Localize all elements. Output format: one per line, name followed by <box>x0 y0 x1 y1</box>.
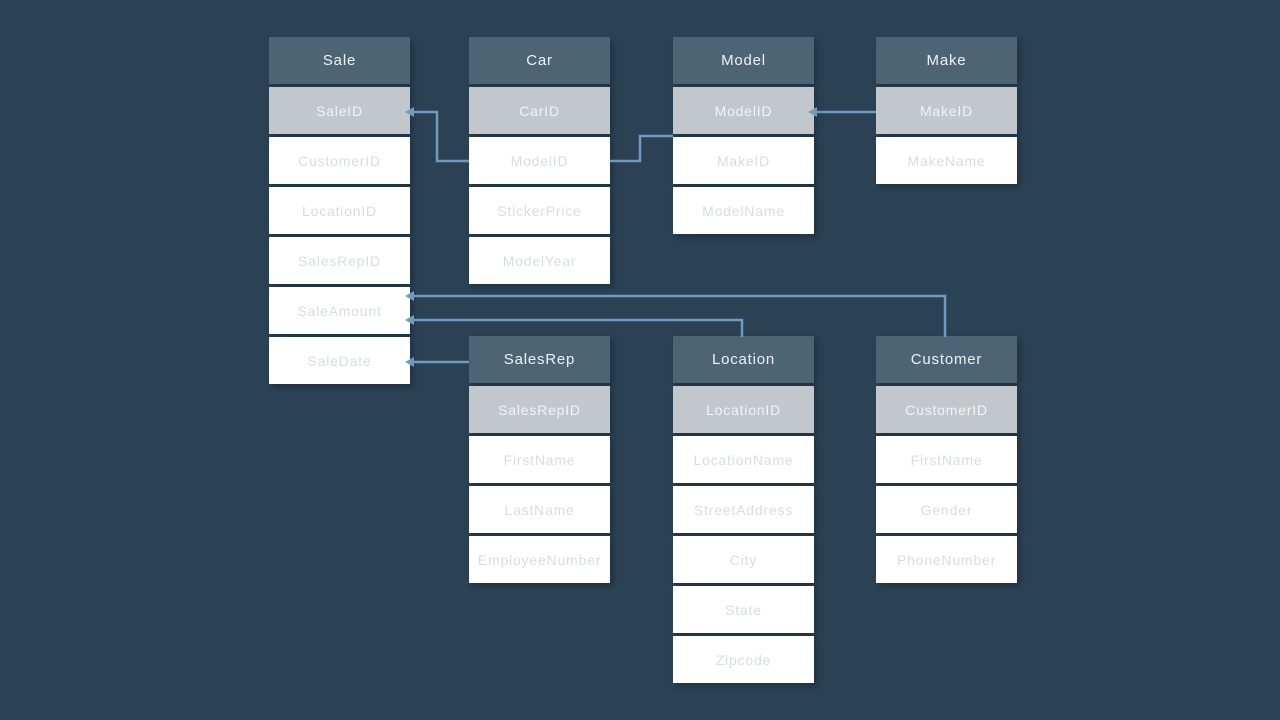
table-customer-primary-key: CustomerID <box>876 386 1017 433</box>
relation-line-car-modelid-to-model <box>610 134 673 163</box>
table-location-primary-key: LocationID <box>673 386 814 433</box>
table-salesrep-field-firstname: FirstName <box>469 436 610 483</box>
table-sale-field-customerid: CustomerID <box>269 137 410 184</box>
relation-line-sale-to-location <box>410 318 744 337</box>
table-model-primary-key: ModelID <box>673 87 814 134</box>
table-model-title: Model <box>673 37 814 84</box>
relation-line-sale-to-customer <box>410 294 947 337</box>
table-customer-title: Customer <box>876 336 1017 383</box>
table-sale-title: Sale <box>269 37 410 84</box>
table-customer-field-phonenumber: PhoneNumber <box>876 536 1017 583</box>
table-sale-field-salesrepid: SalesRepID <box>269 237 410 284</box>
table-location-field-state: State <box>673 586 814 633</box>
table-car-primary-key: CarID <box>469 87 610 134</box>
table-make-primary-key: MakeID <box>876 87 1017 134</box>
table-location-field-locationname: LocationName <box>673 436 814 483</box>
table-salesrep-title: SalesRep <box>469 336 610 383</box>
table-customer-field-firstname: FirstName <box>876 436 1017 483</box>
table-car-field-modelyear: ModelYear <box>469 237 610 284</box>
table-make-field-makename: MakeName <box>876 137 1017 184</box>
table-location-field-city: City <box>673 536 814 583</box>
table-location-field-zipcode: Zipcode <box>673 636 814 683</box>
table-location-title: Location <box>673 336 814 383</box>
table-make-title: Make <box>876 37 1017 84</box>
table-car-title: Car <box>469 37 610 84</box>
table-sale-field-saledate: SaleDate <box>269 337 410 384</box>
table-model-field-makeid: MakeID <box>673 137 814 184</box>
table-customer-field-gender: Gender <box>876 486 1017 533</box>
table-car-field-modelid: ModelID <box>469 137 610 184</box>
table-sale-field-locationid: LocationID <box>269 187 410 234</box>
table-sale-primary-key: SaleID <box>269 87 410 134</box>
table-location-field-streetaddress: StreetAddress <box>673 486 814 533</box>
table-salesrep-field-employeenumber: EmployeeNumber <box>469 536 610 583</box>
table-sale-field-saleamount: SaleAmount <box>269 287 410 334</box>
table-salesrep-field-lastname: LastName <box>469 486 610 533</box>
table-salesrep-primary-key: SalesRepID <box>469 386 610 433</box>
table-car-field-stickerprice: StickerPrice <box>469 187 610 234</box>
relation-line-sale-saleid-to-car <box>410 110 469 163</box>
table-model-field-modelname: ModelName <box>673 187 814 234</box>
